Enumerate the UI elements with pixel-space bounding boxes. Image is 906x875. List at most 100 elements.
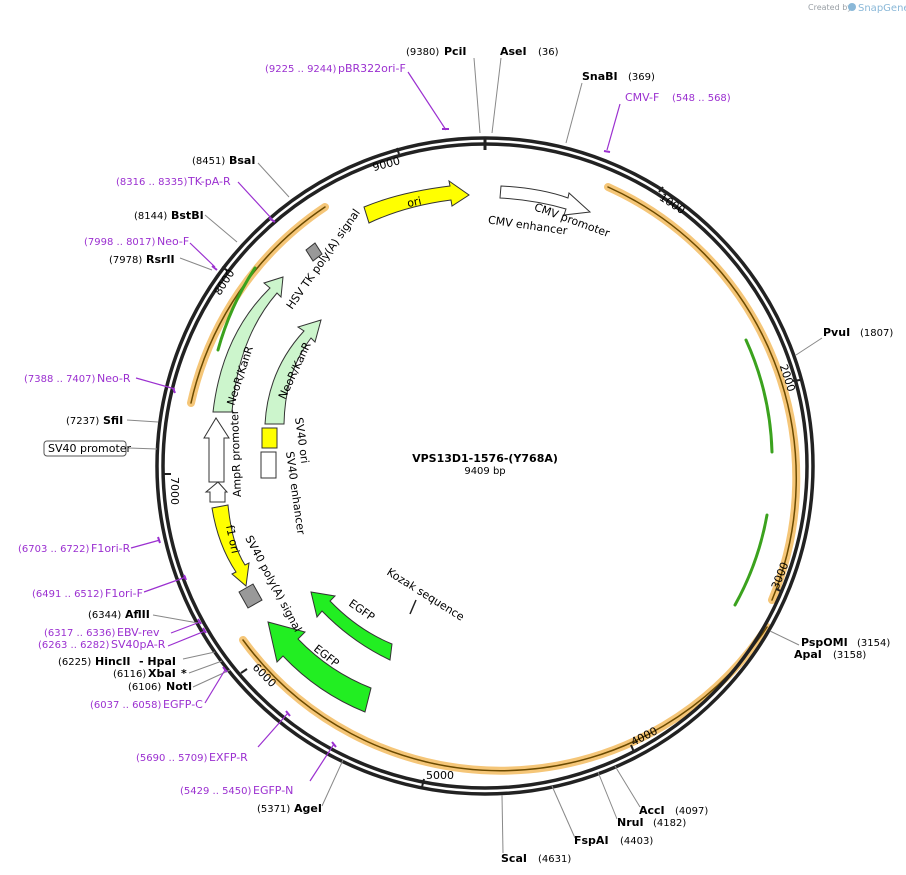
primer-name-neo-r: Neo-R xyxy=(97,372,131,385)
credit-brand: SnapGene xyxy=(858,3,906,14)
f1-ori-arrow xyxy=(211,504,250,587)
enzyme-pos-acci: (4097) xyxy=(675,806,708,817)
enzyme-name-aflii: AflII xyxy=(125,608,150,621)
enzyme-pos-pvui: (1807) xyxy=(860,328,893,339)
primer-markers xyxy=(130,71,621,782)
ruler-tick-3000 xyxy=(775,588,784,593)
primer-name-pbr322ori-f: pBR322ori-F xyxy=(338,62,406,75)
sv40-promoter-label: SV40 promoter xyxy=(48,442,132,455)
enzyme-name-fspai: FspAI xyxy=(574,834,609,847)
cmv-arrow xyxy=(499,185,592,216)
ampr-promoter-arrow xyxy=(203,417,230,483)
orf-arc-right xyxy=(607,186,797,601)
plasmid-name: VPS13D1-1576-(Y768A) xyxy=(412,452,558,465)
primer-pos-f1ori-r: (6703 .. 6722) xyxy=(18,544,90,555)
primer-ticks xyxy=(157,128,611,748)
orf-arc-right-green-upper xyxy=(744,338,774,454)
enzyme-name-xbai: XbaI xyxy=(148,667,176,680)
primer-name-f1ori-r: F1ori-R xyxy=(91,542,131,555)
primer-pos-egfp-c: (6037 .. 6058) xyxy=(90,700,162,711)
enzyme-pos-bsai: (8451) xyxy=(192,156,225,167)
ampr-promoter-label: AmpR promoter xyxy=(228,409,244,497)
egfp-inner-arrow xyxy=(310,591,393,661)
ruler-tick-1000 xyxy=(658,186,664,193)
primer-name-exfp-r: EXFP-R xyxy=(209,751,248,764)
enzyme-pos-snabi: (369) xyxy=(628,72,655,83)
primer-labels: (9225 .. 9244) pBR322ori-F CMV-F (548 ..… xyxy=(18,62,731,797)
primer-pos-cmv-f: (548 .. 568) xyxy=(672,93,731,104)
enzyme-labels: (9380) PciI AseI (36) SnaBI (369) PvuI (… xyxy=(58,45,893,865)
primer-pos-ebv-rev: (6317 .. 6336) xyxy=(44,628,116,639)
primer-pos-egfp-n: (5429 .. 5450) xyxy=(180,786,252,797)
enzyme-pos-noti: (6106) xyxy=(128,682,161,693)
primer-name-egfp-c: EGFP-C xyxy=(163,698,203,711)
snapgene-logo-icon xyxy=(848,3,856,11)
primer-pos-pbr322ori-f: (9225 .. 9244) xyxy=(265,64,337,75)
enzyme-pos-agei: (5371) xyxy=(257,804,290,815)
enzyme-suffix-xbai: * xyxy=(181,667,187,680)
enzyme-pos-scai: (4631) xyxy=(538,854,571,865)
sv40-polya-label: SV40 poly(A) signal xyxy=(242,533,304,634)
primer-name-sv40pa-r: SV40pA-R xyxy=(111,638,166,651)
enzyme-name-hincii: HincII xyxy=(95,655,131,668)
ruler-label-8000: 8000 xyxy=(211,267,237,298)
enzyme-pos-nrui: (4182) xyxy=(653,818,686,829)
primer-name-cmv-f: CMV-F xyxy=(625,91,659,104)
enzyme-pos-fspai: (4403) xyxy=(620,836,653,847)
enzyme-pos-aflii: (6344) xyxy=(88,610,121,621)
enzyme-name-snabi: SnaBI xyxy=(582,70,618,83)
enzyme-name-apai: ApaI xyxy=(794,648,822,661)
ruler-tick-6000 xyxy=(240,668,248,674)
ruler-label-5000: 5000 xyxy=(426,769,454,782)
enzyme-name-noti: NotI xyxy=(166,680,192,693)
ruler-tick-8000 xyxy=(221,266,229,272)
ori-label: ori xyxy=(406,194,423,210)
features xyxy=(203,179,592,713)
plasmid-length: 9409 bp xyxy=(464,466,505,477)
neokanr-outer-arrow xyxy=(212,276,284,413)
sv40-ori-block xyxy=(261,427,278,449)
sv40-polya-block xyxy=(238,583,263,609)
enzyme-name-pvui: PvuI xyxy=(823,326,850,339)
feature-labels: ori CMV promoter CMV enhancer HSV TK pol… xyxy=(223,194,612,670)
enzyme-pos-bstbi: (8144) xyxy=(134,211,167,222)
primer-pos-sv40pa-r: (6263 .. 6282) xyxy=(38,640,110,651)
enzyme-name-bstbi: BstBI xyxy=(171,209,204,222)
primer-pos-exfp-r: (5690 .. 5709) xyxy=(136,753,208,764)
enzyme-pos-apai: (3158) xyxy=(833,650,866,661)
ruler-tick-4000 xyxy=(630,744,635,753)
ruler-tick-5000 xyxy=(421,778,425,788)
sv40-ori-label: SV40 ori xyxy=(292,417,311,465)
enzyme-leaders xyxy=(126,57,823,854)
enzyme-pos-sfii: (7237) xyxy=(66,416,99,427)
neokanr-inner-arrow xyxy=(264,319,322,425)
sv40-promoter-arrow xyxy=(204,481,229,503)
orf-arc-right-glow xyxy=(604,183,801,604)
orf-arc-left-green xyxy=(216,266,257,352)
orf-arcs xyxy=(187,183,801,775)
primer-name-egfp-n: EGFP-N xyxy=(253,784,293,797)
enzyme-name-pspomi: PspOMI xyxy=(801,636,848,649)
primer-name-f1ori-f: F1ori-F xyxy=(105,587,143,600)
egfp-outer-arrow xyxy=(267,621,372,713)
kozak-label: Kozak sequence xyxy=(384,566,466,624)
kozak-marker xyxy=(409,599,417,615)
primer-pos-tk-pa-r: (8316 .. 8335) xyxy=(116,177,188,188)
enzyme-name-nrui: NruI xyxy=(617,816,644,829)
enzyme-pos-pcii: (9380) xyxy=(406,47,439,58)
enzyme-pos-xbai: (6116) xyxy=(113,669,146,680)
primer-pos-neo-f: (7998 .. 8017) xyxy=(84,237,156,248)
enzyme-name-agei: AgeI xyxy=(294,802,322,815)
enzyme-name-acci: AccI xyxy=(639,804,665,817)
ruler-tick-2000 xyxy=(792,379,801,382)
f1-ori-label: f1 ori xyxy=(223,524,242,555)
ruler-tick-9000 xyxy=(396,147,400,155)
primer-name-tk-pa-r: TK-pA-R xyxy=(187,175,231,188)
enzyme-name-scai: ScaI xyxy=(501,852,527,865)
sv40-promoter-label-box xyxy=(43,440,127,457)
orf-arc-bottom xyxy=(242,626,768,772)
orf-arc-right-green-lower xyxy=(733,513,769,607)
hsv-tk-label: HSV TK poly(A) signal xyxy=(284,207,363,312)
